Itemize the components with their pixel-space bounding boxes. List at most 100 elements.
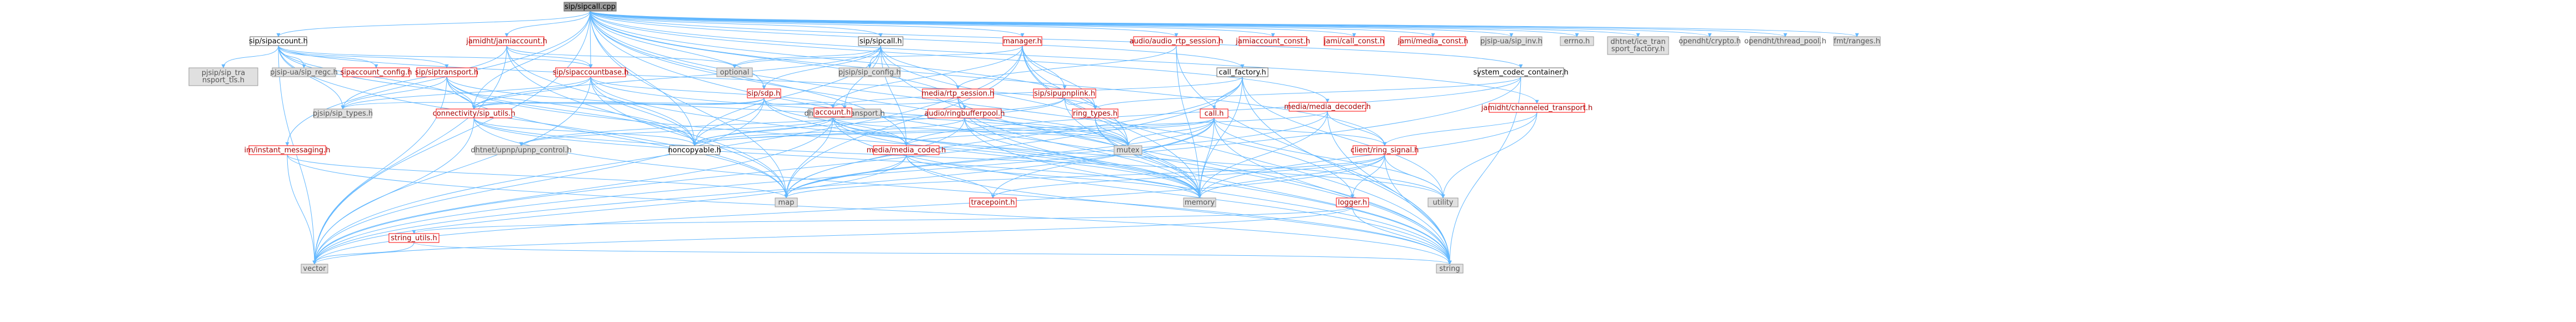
- node-audio-rtp[interactable]: audio/audio_rtp_session.h: [1130, 36, 1224, 46]
- edge-root-to-sipcall_h: [590, 11, 883, 37]
- edge-root-to-media_const: [590, 11, 1435, 37]
- node-optional[interactable]: optional: [716, 67, 753, 77]
- node-media-codec[interactable]: media/media_codec.h: [867, 145, 946, 155]
- node-box: [1436, 264, 1464, 274]
- node-call-h[interactable]: call.h: [1200, 108, 1229, 118]
- edge-channeled_transport-to-utility: [1441, 112, 1537, 199]
- node-utility[interactable]: utility: [1427, 197, 1459, 207]
- node-label: string: [1439, 265, 1460, 273]
- node-map[interactable]: map: [775, 197, 798, 207]
- node-instant-messaging[interactable]: im/instant_messaging.h: [244, 145, 331, 155]
- edge-root-to-logger: [590, 11, 1355, 199]
- node-label: media/rtp_session.h: [922, 90, 995, 98]
- node-box: [1833, 36, 1881, 46]
- edge-call_factory-to-vector: [312, 76, 1243, 265]
- node-sipcall-h[interactable]: sip/sipcall.h: [858, 36, 903, 46]
- edge-media_codec-to-map: [784, 154, 907, 199]
- node-ringbufferpool[interactable]: audio/ringbufferpool.h: [925, 108, 1005, 118]
- node-sipaccount-h[interactable]: sip/sipaccount.h: [249, 36, 308, 46]
- node-box: [716, 67, 753, 77]
- node-box: [188, 67, 258, 86]
- node-pjsip-types[interactable]: pjsip/sip_types.h: [313, 108, 373, 118]
- edge-media_codec-to-tracepoint: [906, 154, 995, 199]
- node-label: noncopyable.h: [668, 146, 721, 155]
- node-tracepoint[interactable]: tracepoint.h: [969, 197, 1017, 207]
- node-opendht-crypto[interactable]: opendht/crypto.h: [1679, 36, 1741, 46]
- node-account-h[interactable]: account.h: [813, 107, 852, 117]
- node-label: jamiaccount_const.h: [1235, 37, 1310, 46]
- edge-call_factory-to-string: [1242, 76, 1452, 265]
- edge-logger-to-vector: [312, 206, 1353, 265]
- edge-root-to-instant_messaging: [285, 11, 591, 146]
- edge-root-to-sipaccount_h: [276, 11, 591, 37]
- node-root[interactable]: sip/sipcall.cpp: [563, 2, 617, 12]
- node-jamiaccount-h[interactable]: jamidht/jamiaccount.h: [466, 36, 547, 46]
- node-box: [313, 108, 372, 118]
- node-upnp-control[interactable]: dhtnet/upnp/upnp_control.h: [471, 145, 572, 155]
- node-media-decoder[interactable]: media/media_decoder.h: [1284, 102, 1371, 112]
- edge-ringbufferpool-to-noncopyable: [692, 117, 965, 146]
- edge-manager_h-to-optional: [732, 45, 1023, 68]
- edge-sipcall_h-to-ice_transport: [842, 45, 881, 110]
- node-ring-types[interactable]: ring_types.h: [1072, 108, 1119, 118]
- node-box: [1072, 108, 1119, 118]
- node-box: [969, 197, 1017, 207]
- node-label: opendht/thread_pool.h: [1744, 37, 1826, 46]
- edge-jamiaccount_h-to-pjsip_types: [341, 45, 507, 110]
- node-connectivity-utils[interactable]: connectivity/sip_utils.h: [433, 108, 516, 118]
- node-box: [1400, 36, 1466, 46]
- node-manager-h[interactable]: manager.h: [1002, 36, 1042, 46]
- node-label: sipaccount_config.h: [340, 68, 412, 77]
- node-errno-h[interactable]: errno.h: [1560, 36, 1594, 46]
- node-sipaccount-config[interactable]: sipaccount_config.h: [340, 67, 412, 77]
- edge-account_h-to-upnp_control: [519, 116, 833, 146]
- edge-ring_signal-to-string: [1384, 154, 1452, 265]
- node-box: [1489, 103, 1585, 113]
- node-channeled-transport[interactable]: jamidht/channeled_transport.h: [1481, 103, 1592, 113]
- node-box: [1336, 197, 1369, 207]
- node-box: [747, 88, 781, 98]
- edge-root-to-string: [590, 11, 1452, 265]
- node-label: memory: [1185, 199, 1215, 207]
- edge-root-to-media_decoder: [590, 11, 1330, 103]
- node-box: [416, 67, 477, 77]
- node-system-codec[interactable]: system_codec_container.h: [1473, 67, 1569, 77]
- node-sipupnplink[interactable]: sip/sipupnplink.h: [1033, 88, 1096, 98]
- node-siptransport-h[interactable]: sip/siptransport.h: [415, 67, 478, 77]
- node-sipaccountbase-h[interactable]: sip/sipaccountbase.h: [553, 67, 629, 77]
- node-memory[interactable]: memory: [1183, 197, 1216, 207]
- node-vector[interactable]: vector: [301, 264, 328, 274]
- node-opendht-pool[interactable]: opendht/thread_pool.h: [1744, 36, 1826, 46]
- node-mutex[interactable]: mutex: [1114, 145, 1142, 155]
- node-pjsip-config[interactable]: pjsip/sip_config.h: [838, 67, 901, 77]
- node-box: [301, 264, 328, 274]
- edge-sipcall_h-to-optional: [732, 45, 881, 68]
- edge-root-to-call_const: [590, 11, 1356, 37]
- edge-account_h-to-vector: [312, 116, 833, 265]
- node-label: sip/siptransport.h: [415, 68, 478, 77]
- node-noncopyable[interactable]: noncopyable.h: [668, 145, 721, 155]
- node-call-const[interactable]: jami/call_const.h: [1324, 36, 1385, 46]
- node-media-const[interactable]: jami/media_const.h: [1397, 36, 1469, 46]
- node-label: manager.h: [1003, 37, 1042, 46]
- edge-instant_messaging-to-string: [287, 154, 1452, 265]
- edge-instant_messaging-to-vector: [287, 154, 317, 265]
- node-string-utils[interactable]: string_utils.h: [388, 233, 440, 243]
- node-box: [563, 2, 617, 12]
- node-call-factory[interactable]: call_factory.h: [1216, 67, 1269, 77]
- edge-call_h-to-noncopyable: [692, 117, 1215, 146]
- node-ring-signal[interactable]: client/ring_signal.h: [1351, 145, 1419, 155]
- node-media-rtp-session[interactable]: media/rtp_session.h: [922, 88, 995, 98]
- node-pjsip-inv[interactable]: pjsip-ua/sip_inv.h: [1480, 36, 1542, 46]
- edge-media_decoder-to-memory: [1197, 111, 1328, 199]
- node-string[interactable]: string: [1436, 264, 1464, 274]
- edge-sipaccount_h-to-sipaccountbase_h: [278, 45, 593, 68]
- node-sdp-h[interactable]: sip/sdp.h: [747, 88, 781, 98]
- node-box: [1183, 197, 1216, 207]
- node-pjsip-regc[interactable]: pjsip-ua/sip_regc.h: [270, 67, 338, 77]
- node-fmt-ranges[interactable]: fmt/ranges.h: [1833, 36, 1881, 46]
- node-jamiaccount-const[interactable]: jamiaccount_const.h: [1235, 36, 1310, 46]
- node-logger[interactable]: logger.h: [1336, 197, 1369, 207]
